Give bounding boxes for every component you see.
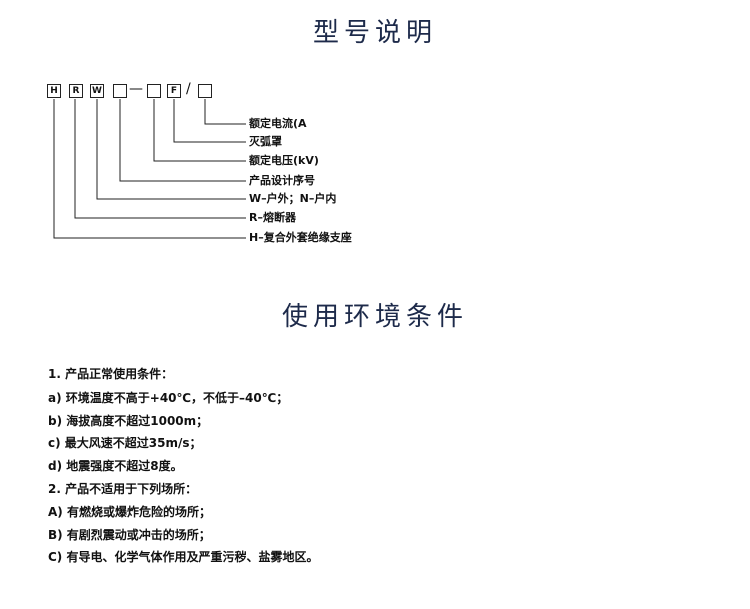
condition-line: 2. 产品不适用于下列场所： bbox=[48, 482, 198, 496]
legend-outdoor-indoor: W–户外；N–户内 bbox=[249, 192, 337, 205]
condition-line: 1. 产品正常使用条件： bbox=[48, 367, 174, 381]
condition-line: b) 海拔高度不超过1000m； bbox=[48, 414, 209, 428]
condition-line: C) 有导电、化学气体作用及严重污秽、盐雾地区。 bbox=[48, 550, 319, 564]
code-slash: / bbox=[186, 81, 191, 97]
leader-line-composite bbox=[53, 99, 246, 239]
legend-composite-insulator: H–复合外套绝缘支座 bbox=[249, 231, 352, 244]
environment-conditions-title: 使用环境条件 bbox=[281, 302, 468, 332]
code-dash: — bbox=[129, 81, 143, 97]
condition-line: c) 最大风速不超过35m/s； bbox=[48, 436, 202, 450]
leader-line-arc-chute bbox=[173, 99, 246, 143]
code-letter-r: R bbox=[69, 84, 83, 98]
code-letter-f: F bbox=[167, 84, 181, 98]
leader-line-outdoor bbox=[96, 99, 246, 200]
code-blank-design-number bbox=[113, 84, 127, 98]
leader-line-current bbox=[204, 99, 246, 125]
model-description-title: 型号说明 bbox=[312, 18, 437, 48]
code-blank-current bbox=[198, 84, 212, 98]
condition-line: B) 有剧烈震动或冲击的场所； bbox=[48, 528, 211, 542]
legend-fuse: R–熔断器 bbox=[249, 211, 296, 224]
legend-design-number: 产品设计序号 bbox=[249, 174, 315, 187]
code-letter-w: W bbox=[90, 84, 104, 98]
leader-line-voltage bbox=[153, 99, 246, 162]
legend-rated-voltage: 额定电压(kV) bbox=[249, 154, 319, 167]
code-letter-h: H bbox=[47, 84, 61, 98]
condition-line: a) 环境温度不高于+40℃，不低于–40℃； bbox=[48, 391, 289, 405]
leader-line-fuse bbox=[74, 99, 246, 219]
legend-rated-current: 额定电流(A bbox=[249, 117, 307, 130]
code-blank-voltage bbox=[147, 84, 161, 98]
legend-arc-chute: 灭弧罩 bbox=[249, 135, 282, 148]
leader-line-design-number bbox=[119, 99, 246, 182]
condition-line: A) 有燃烧或爆炸危险的场所； bbox=[48, 505, 211, 519]
condition-line: d) 地震强度不超过8度。 bbox=[48, 459, 183, 473]
